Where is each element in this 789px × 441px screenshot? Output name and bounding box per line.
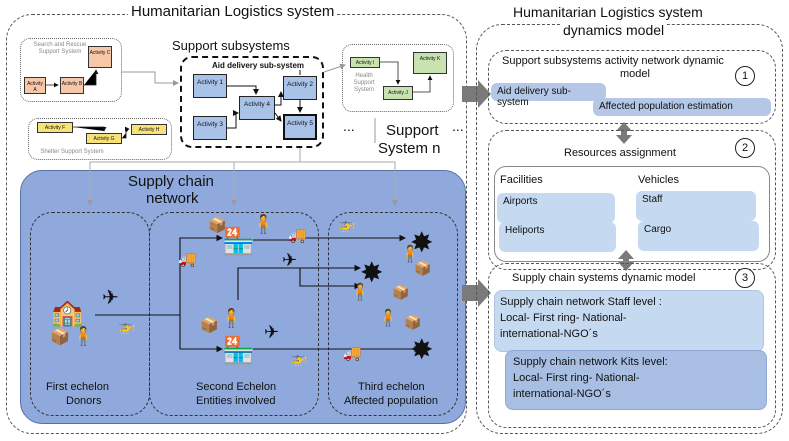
activity-2: Activity 2 xyxy=(283,76,317,100)
warehouse-store-icon-2: 🏪 xyxy=(222,335,255,365)
ellipsis-right: ... xyxy=(452,118,464,134)
donor-boxes-icon: 📦 xyxy=(50,329,70,346)
truck-icon-3: 🚚 xyxy=(343,345,362,362)
supply-chain-title-line2: network xyxy=(146,190,199,207)
section-1-box xyxy=(488,50,776,124)
section-3-number-text: 3 xyxy=(741,272,749,284)
aid-delivery-subsystem xyxy=(180,56,324,148)
section-1-number-text: 1 xyxy=(741,70,749,82)
activity-4: Activity 4 xyxy=(239,96,275,120)
kits-level-line1: Supply chain network Kits level: xyxy=(513,356,668,368)
airports-pill: Airports xyxy=(497,193,615,223)
resources-inner-box xyxy=(494,166,770,262)
staff-level-line3: international-NGO´s xyxy=(500,328,598,340)
section-2-title: Resources assignment xyxy=(564,147,676,159)
section-2-box xyxy=(488,130,776,270)
activity-i: Activity I xyxy=(350,57,380,68)
first-echelon-label-line2: Donors xyxy=(66,395,102,407)
aid-delivery-subsystem-pill: Aid delivery sub-system xyxy=(491,83,606,108)
helicopter-icon-3: 🚁 xyxy=(338,216,356,232)
affected-person-icon-2: 🧍 xyxy=(350,284,370,301)
section-2-number: 2 xyxy=(735,138,755,158)
third-echelon-label-line2: Affected population xyxy=(344,395,438,407)
boxes-icon: 📦 xyxy=(208,217,227,234)
section-3-box xyxy=(488,263,776,428)
airplane-icon: ✈ xyxy=(102,287,119,309)
staff-level-line1: Supply chain network Staff level : xyxy=(500,296,662,308)
disaster-burst-icon-1: ✸ xyxy=(410,227,434,258)
section-1-title-line1: Support subsystems activity network dyna… xyxy=(502,55,724,67)
affected-person-icon-1: 🧍 xyxy=(400,246,420,263)
section-3-number: 3 xyxy=(735,268,755,288)
activity-k: Activity K xyxy=(413,52,447,74)
activity-g: Activity G xyxy=(86,133,122,144)
heliports-pill: Heliports xyxy=(499,222,616,252)
support-subsystems-label: Support subsystems xyxy=(172,38,290,53)
shelter-label: Shelter Support System xyxy=(40,149,104,155)
section-1-number: 1 xyxy=(735,66,755,86)
kits-level-box xyxy=(505,350,767,410)
support-system-n-label-line2: System n xyxy=(378,140,441,157)
affected-boxes-icon-2: 📦 xyxy=(392,284,410,300)
vehicles-label: Vehicles xyxy=(638,174,679,186)
staff-pill: Staff xyxy=(636,191,756,221)
activity-f: Activity F xyxy=(37,122,73,133)
search-rescue-label: Search and Rescue Support System xyxy=(33,42,87,55)
affected-boxes-icon-1: 📦 xyxy=(414,260,432,276)
right-panel-title-line1: Humanitarian Logistics system xyxy=(510,4,706,20)
right-panel-title-line2: dynamics model xyxy=(560,22,668,38)
activity-1: Activity 1 xyxy=(193,74,227,98)
facilities-label: Facilities xyxy=(500,174,543,186)
second-echelon-box xyxy=(149,212,319,416)
activity-c: Activity C xyxy=(88,46,112,68)
ellipsis-left: ... xyxy=(343,118,355,134)
activity-3: Activity 3 xyxy=(193,116,227,140)
supply-chain-title-line1: Supply chain xyxy=(128,173,214,190)
truck-icon: 🚚 xyxy=(288,227,307,244)
kits-level-line3: international-NGO´s xyxy=(513,388,611,400)
health-subsystem xyxy=(342,44,454,112)
staff-level-line2: Local- First ring- National- xyxy=(500,312,627,324)
section-3-title: Supply chain systems dynamic model xyxy=(510,272,698,284)
activity-b: Activity B xyxy=(60,77,84,94)
activity-j: Activity J xyxy=(383,86,413,100)
third-echelon-box xyxy=(328,212,458,416)
section-2-number-text: 2 xyxy=(741,142,749,154)
left-panel-title: Humanitarian Logistics system xyxy=(128,3,338,20)
second-echelon-label-line2: Entities involved xyxy=(196,395,276,407)
section-1-title-line2: model xyxy=(620,68,650,80)
third-echelon-label-line1: Third echelon xyxy=(358,381,425,393)
shelter-subsystem xyxy=(28,118,172,160)
activity-5: Activity 5 xyxy=(283,114,317,140)
helicopter-icon: 🚁 xyxy=(118,318,136,334)
helicopter-icon-2: 🚁 xyxy=(290,350,308,366)
donor-building-icon: 🏫 xyxy=(51,297,84,327)
aid-delivery-title: Aid delivery sub-system xyxy=(212,61,305,70)
boxes-icon-2: 📦 xyxy=(200,317,219,334)
first-echelon-label-line1: First echelon xyxy=(46,381,109,393)
airplane-icon-2: ✈ xyxy=(282,250,298,270)
person-icon: 🧍 xyxy=(252,214,275,234)
activity-a: Activity A xyxy=(24,77,46,94)
affected-person-icon-3: 🧍 xyxy=(378,310,398,327)
donor-person-icon: 🧍 xyxy=(72,326,95,346)
cargo-pill: Cargo xyxy=(638,221,759,251)
truck-icon-2: 🚚 xyxy=(178,251,197,268)
support-system-n-label-line1: Support xyxy=(386,122,439,139)
person-icon-2: 🧍 xyxy=(220,308,243,328)
health-label: Health Support System xyxy=(353,73,375,93)
disaster-burst-icon-3: ✸ xyxy=(410,334,434,365)
airplane-icon-3: ✈ xyxy=(264,322,280,342)
warehouse-store-icon: 🏪 xyxy=(222,226,255,256)
affected-boxes-icon-3: 📦 xyxy=(404,314,422,330)
search-rescue-subsystem xyxy=(20,38,122,102)
kits-level-line2: Local- First ring- National- xyxy=(513,372,640,384)
affected-population-pill: Affected population estimation xyxy=(593,98,771,116)
second-echelon-label-line1: Second Echelon xyxy=(196,381,277,393)
disaster-burst-icon-2: ✸ xyxy=(360,257,384,288)
activity-h: Activity H xyxy=(131,124,167,135)
